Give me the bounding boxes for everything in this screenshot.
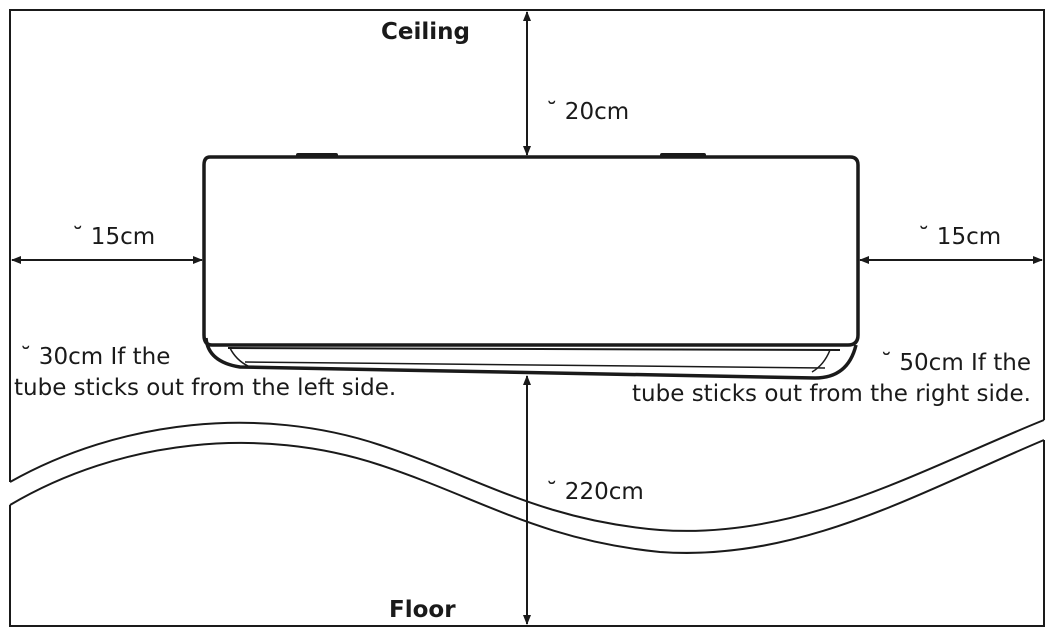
left-clearance-label: ˘ 15cm xyxy=(72,224,156,250)
break-line-lower xyxy=(9,439,1045,554)
left-tube-note-line1: ˘ 30cm If the xyxy=(20,344,171,370)
indoor-unit-louver xyxy=(227,347,841,351)
bottom-clearance-label: ˘ 220cm xyxy=(546,479,644,505)
indoor-unit-louver-inner xyxy=(244,361,826,369)
left-tube-note-line2: tube sticks out from the left side. xyxy=(14,375,397,401)
break-line-upper xyxy=(9,419,1045,532)
right-tube-note-line2: tube sticks out from the right side. xyxy=(632,381,1031,407)
ceiling-label: Ceiling xyxy=(381,19,470,45)
left-tube-note: ˘ 30cm If the tube sticks out from the l… xyxy=(14,342,396,404)
indoor-unit-bottom-panel xyxy=(204,337,858,380)
right-tube-note: ˘ 50cm If the tube sticks out from the r… xyxy=(597,348,1031,410)
indoor-unit-left-endcap xyxy=(229,347,249,367)
right-clearance-label: ˘ 15cm xyxy=(918,224,1002,250)
room-frame-upper xyxy=(9,9,1045,482)
room-frame-lower xyxy=(9,440,1045,627)
indoor-unit-right-endcap xyxy=(811,349,831,373)
floor-label: Floor xyxy=(389,597,456,623)
indoor-unit-top-tab-left xyxy=(296,153,338,158)
right-tube-note-line1: ˘ 50cm If the xyxy=(880,350,1031,376)
indoor-unit-top-tab-right xyxy=(660,153,706,158)
indoor-unit xyxy=(202,153,860,380)
top-clearance-label: ˘ 20cm xyxy=(546,99,630,125)
indoor-unit-body xyxy=(202,155,860,347)
